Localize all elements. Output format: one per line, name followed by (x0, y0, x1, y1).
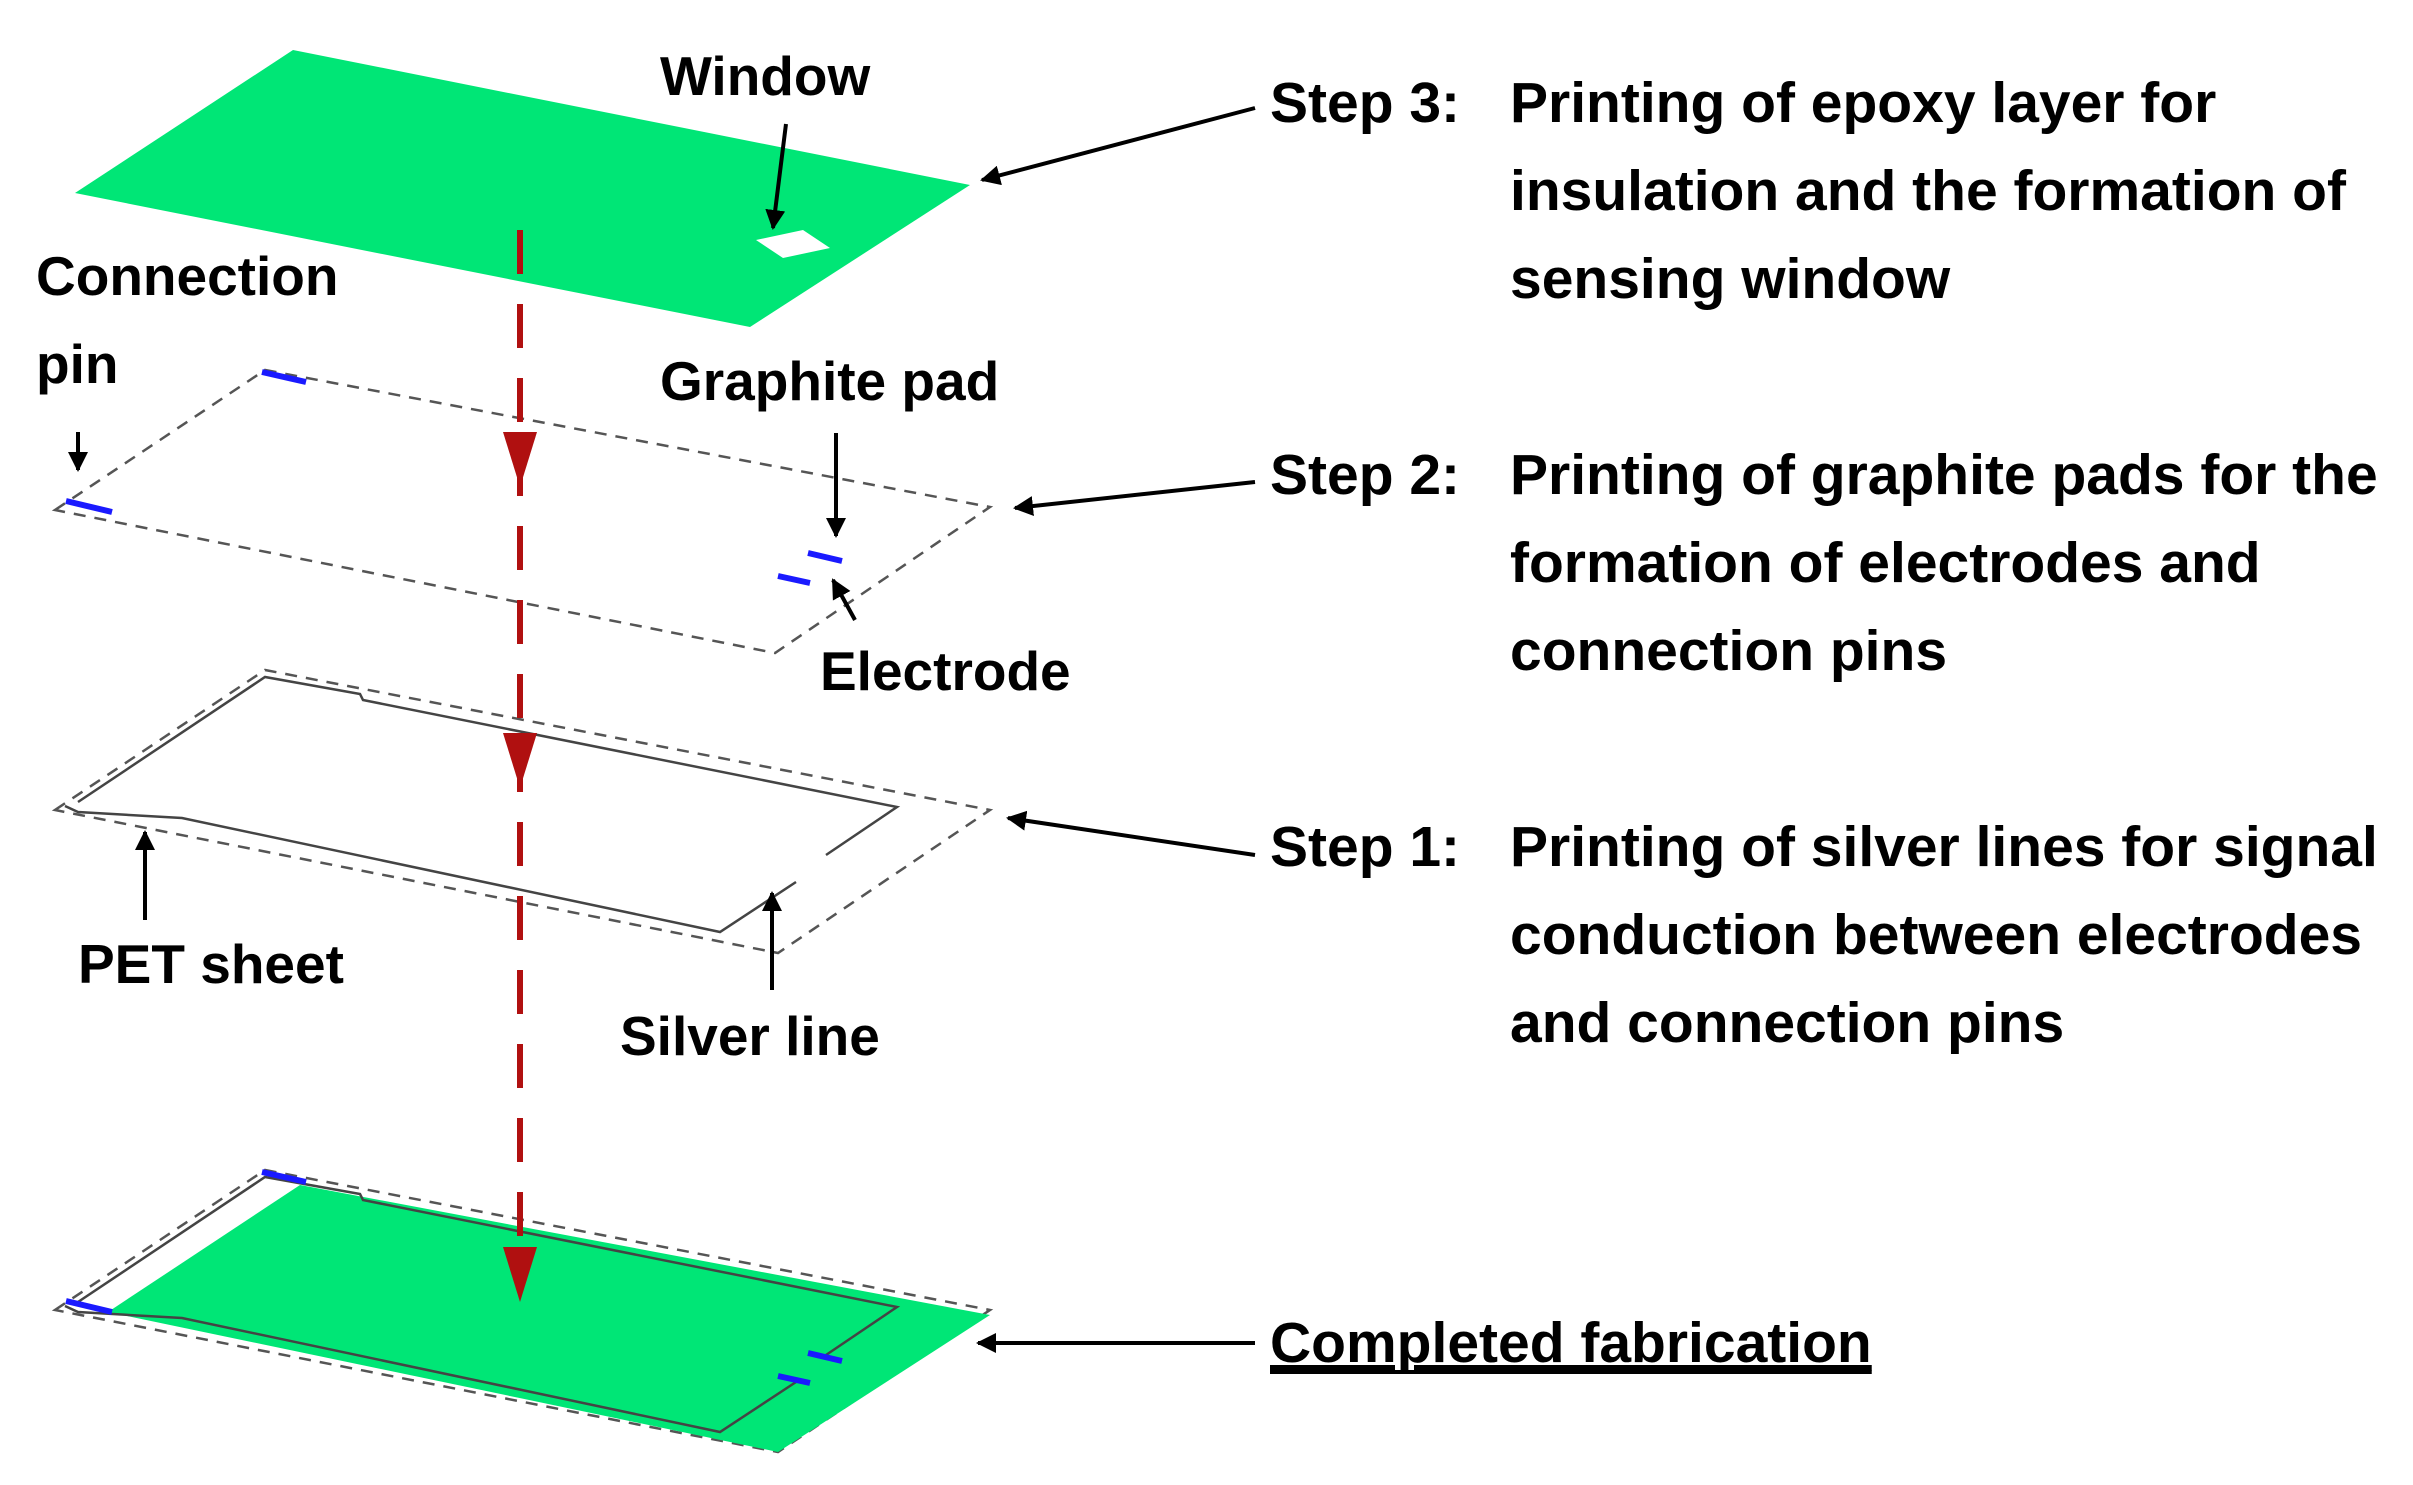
completed-fabrication-label: Completed fabrication (1270, 1311, 1872, 1375)
silver-line (64, 804, 797, 934)
electrode-pad (777, 573, 811, 586)
electrode-label: Electrode (820, 640, 1071, 702)
sensing-window (756, 230, 830, 258)
step-2-line: connection pins (1510, 619, 1947, 683)
flow-arrowhead (503, 1247, 537, 1302)
step-2: Step 2: Printing of graphite pads for th… (1270, 443, 2378, 683)
silver-line-label: Silver line (620, 1005, 880, 1067)
electrode-pad (807, 550, 843, 564)
connection-pin-pad (65, 498, 113, 515)
step-3-line: Printing of epoxy layer for (1510, 71, 2216, 135)
window-label: Window (660, 45, 870, 107)
connection-pin-label-line2: pin (36, 333, 118, 395)
step-1-line: Printing of silver lines for signal (1510, 815, 2378, 879)
step-2-line: formation of electrodes and (1510, 531, 2261, 595)
step-3-label: Step 3: (1270, 71, 1460, 135)
step-1: Step 1: Printing of silver lines for sig… (1270, 815, 2378, 1055)
step-1-line: and connection pins (1510, 991, 2064, 1055)
flow-arrow (503, 230, 537, 1302)
step-3-line: insulation and the formation of (1510, 159, 2347, 223)
flow-arrowhead (503, 733, 537, 788)
step-1-line: conduction between electrodes (1510, 903, 2362, 967)
step-3-line: sensing window (1510, 247, 1951, 311)
step-1-label: Step 1: (1270, 815, 1460, 879)
silver-layer (51, 668, 994, 955)
graphite-pad-label: Graphite pad (660, 350, 999, 412)
silver-line (77, 675, 901, 857)
step-2-line: Printing of graphite pads for the (1510, 443, 2378, 507)
pet-sheet (51, 668, 994, 955)
flow-arrowhead (503, 432, 537, 487)
epoxy-layer (75, 50, 970, 327)
completed-sheet (51, 1168, 994, 1454)
connection-pin-label: Connection (36, 245, 338, 307)
graphite-layer (51, 368, 994, 655)
connection-pin-pad (261, 369, 307, 385)
step-3: Step 3: Printing of epoxy layer for insu… (1270, 71, 2347, 311)
pointer-arrows (68, 106, 1256, 1353)
step-2-label: Step 2: (1270, 443, 1460, 507)
pet-sheet-label: PET sheet (78, 933, 344, 995)
